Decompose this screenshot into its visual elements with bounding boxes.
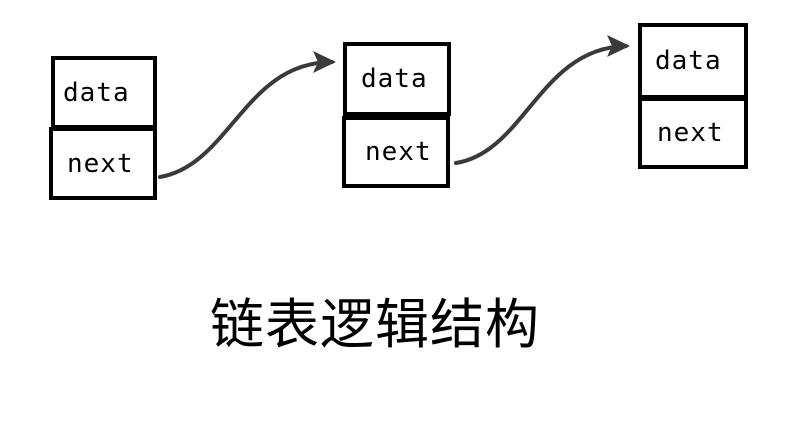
node-2-next-cell: next (342, 116, 450, 188)
arrow-head-1 (313, 51, 336, 73)
node-2-data-cell: data (343, 42, 451, 116)
node-3-data-cell: data (638, 23, 748, 99)
node-3-data-label: data (655, 46, 722, 76)
node-2-next-label: next (365, 137, 432, 167)
arrow-node-1-to-node-2 (158, 60, 334, 179)
node-1-next-cell: next (49, 127, 157, 200)
node-3-next-cell: next (638, 97, 748, 169)
node-1-data-label: data (63, 77, 130, 108)
node-3-next-label: next (657, 118, 724, 148)
node-2-data-label: data (361, 64, 428, 94)
diagram-caption: 链表逻辑结构 (210, 293, 540, 356)
arrow-head-2 (607, 35, 630, 57)
arrow-node-2-to-node-3 (454, 44, 628, 165)
node-1-data-cell: data (51, 56, 157, 129)
node-1-next-label: next (67, 148, 134, 179)
